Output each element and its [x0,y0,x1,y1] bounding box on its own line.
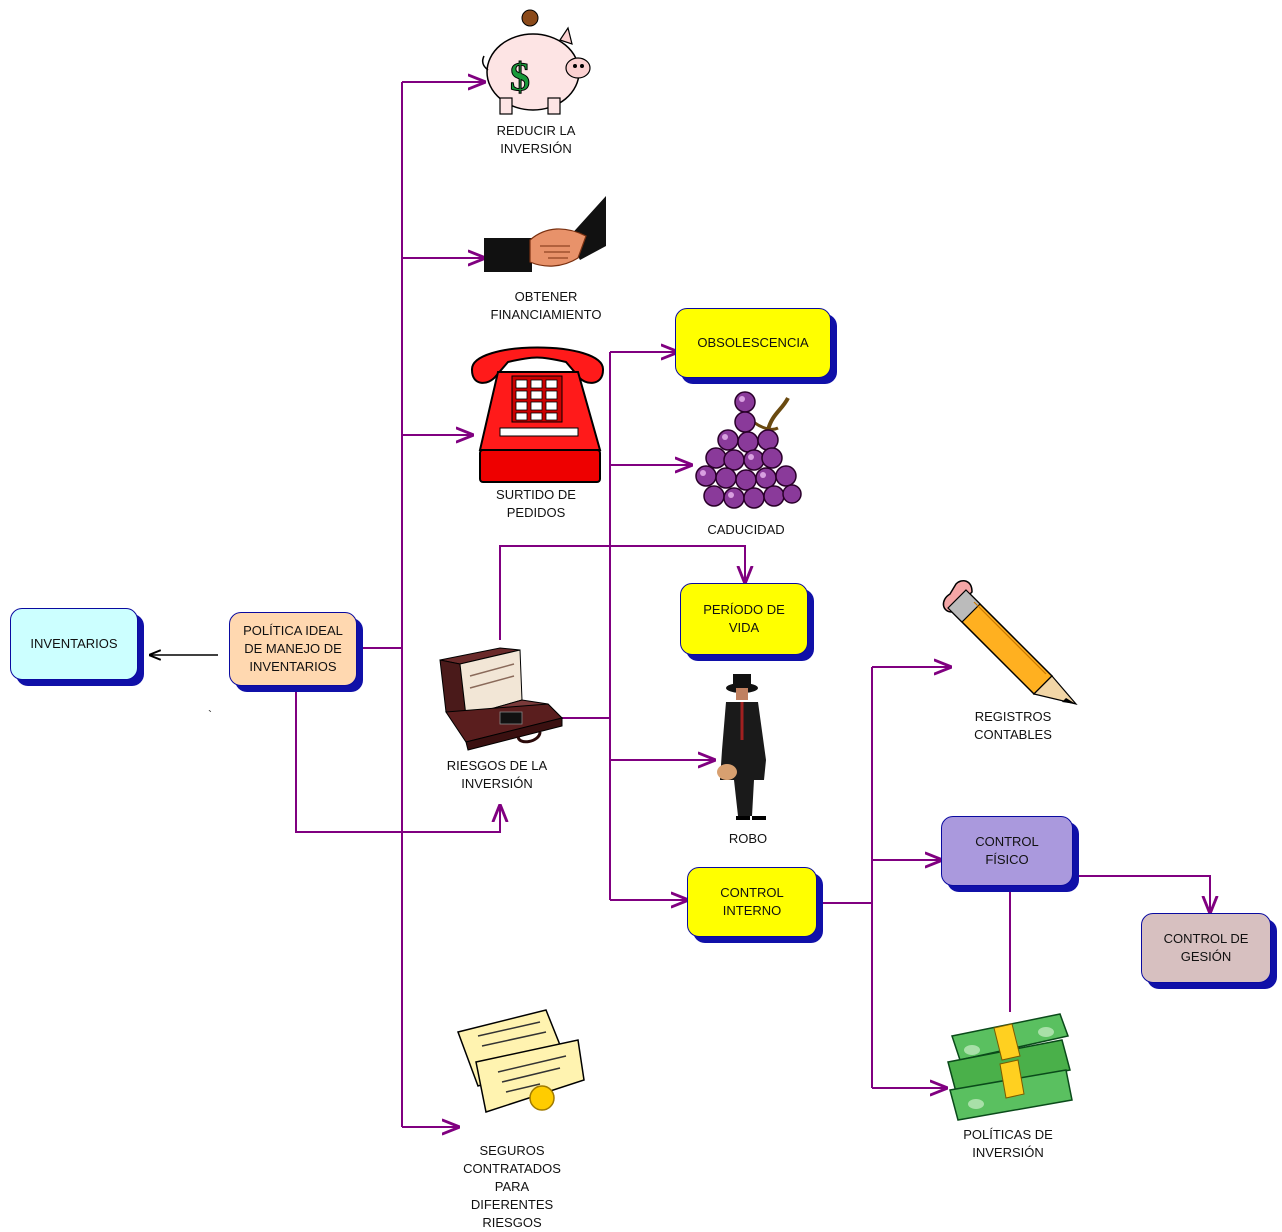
handshake-icon [484,196,606,272]
financiamiento-label: OBTENER FINANCIAMIENTO [490,289,602,322]
arrow-to-control-gestion [1074,875,1210,912]
seguros-label: SEGUROS CONTRATADOS PARA DIFERENTES RIES… [463,1143,561,1230]
connector-riesgos-top [499,545,745,640]
obsolescencia-node: OBSOLESCENCIA [675,308,831,378]
certificates-icon [457,1009,585,1113]
politica-node: POLÍTICA IDEAL DE MANEJO DE INVENTARIOS [229,612,357,686]
inventarios-node: INVENTARIOS [10,608,138,680]
obsolescencia-label: OBSOLESCENCIA [697,335,809,350]
reducir-label: REDUCIR LA INVERSIÓN [496,123,576,156]
caducidad-label: CADUCIDAD [707,522,785,537]
riesgos-label: RIESGOS DE LA INVERSIÓN [446,758,548,791]
arrow-politica-to-riesgos [295,686,500,833]
control-fisico-node: CONTROL FÍSICO [941,816,1073,886]
thief-icon [717,674,766,820]
control-gestion-node: CONTROL DE GESIÓN [1141,913,1271,983]
stray-mark: ` [208,708,212,722]
politicas-inversion-label: POLÍTICAS DE INVERSIÓN [963,1127,1053,1160]
money-stack-icon [947,1013,1073,1121]
briefcase-icon [439,647,564,751]
control-interno-label: CONTROL INTERNO [720,885,784,918]
robo-label: ROBO [728,831,768,846]
inventarios-label: INVENTARIOS [30,636,118,651]
svg-text:$: $ [510,54,530,99]
periodo-label: PERÍODO DE VIDA [703,602,785,635]
piggy-bank-icon: $ [481,9,591,115]
control-interno-node: CONTROL INTERNO [687,867,817,937]
pencil-icon [942,579,1078,706]
periodo-node: PERÍODO DE VIDA [680,583,808,655]
registros-label: REGISTROS CONTABLES [974,709,1052,742]
telephone-icon [470,346,605,483]
surtido-label: SURTIDO DE PEDIDOS [496,487,576,520]
grapes-icon [695,391,802,509]
control-fisico-label: CONTROL FÍSICO [975,834,1039,867]
control-gestion-label: CONTROL DE GESIÓN [1163,931,1249,964]
politica-label: POLÍTICA IDEAL DE MANEJO DE INVENTARIOS [243,623,343,674]
